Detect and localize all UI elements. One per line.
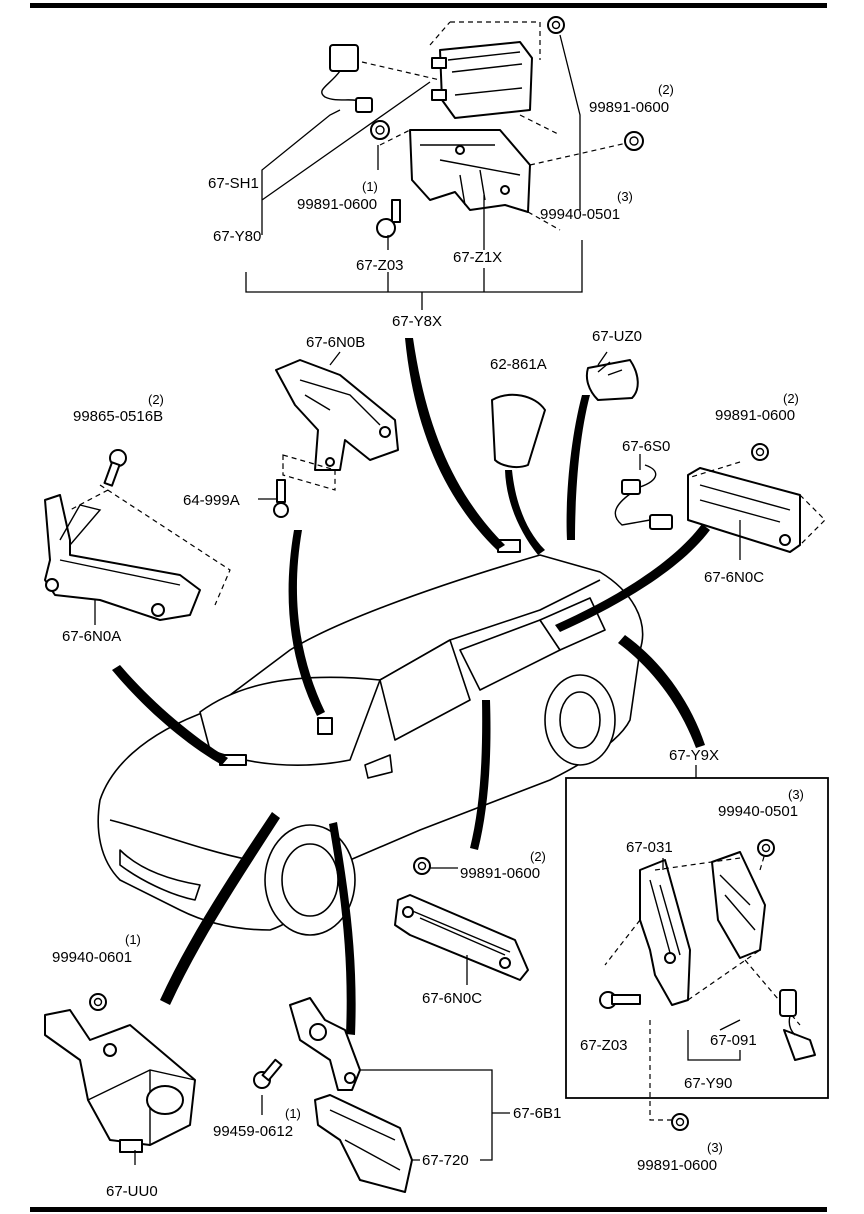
n0b-outline bbox=[282, 454, 336, 491]
bracket-67-6n0a bbox=[44, 494, 201, 621]
nut-uu0 bbox=[89, 993, 107, 1011]
leader-n0b bbox=[258, 351, 341, 500]
label-67-720: 67-720 bbox=[422, 1152, 469, 1169]
qty-99891-0600-bot: (3) bbox=[707, 1140, 723, 1155]
leader-n0c-mid bbox=[430, 867, 468, 985]
label-99940-0501-top: 99940-0501 bbox=[540, 206, 620, 223]
harness-67-6s0 bbox=[614, 464, 673, 530]
sensor-67-091 bbox=[779, 989, 816, 1061]
leader-6b1 bbox=[261, 1069, 510, 1161]
nut-top-1 bbox=[370, 120, 390, 140]
label-99940-0601: 99940-0601 bbox=[52, 949, 132, 966]
nut-box bbox=[757, 839, 775, 857]
nut-mid bbox=[413, 857, 431, 875]
label-99865-0516b: 99865-0516B bbox=[73, 408, 163, 425]
bracket-67-6n0b bbox=[275, 359, 399, 471]
leader-box bbox=[662, 858, 741, 1061]
label-67-091: 67-091 bbox=[710, 1032, 757, 1049]
qty-99891-0600-tr: (2) bbox=[658, 82, 674, 97]
labels: 67-SH1 67-Y80 (1) 99891-0600 67-Z03 67-Z… bbox=[52, 82, 804, 1200]
y9x-outline bbox=[604, 849, 801, 1121]
qty-99891-0600-top: (1) bbox=[362, 179, 378, 194]
label-62-861a: 62-861A bbox=[490, 356, 547, 373]
label-99459-0612: 99459-0612 bbox=[213, 1123, 293, 1140]
qty-99891-0600-r: (2) bbox=[783, 391, 799, 406]
qty-99459-0612: (1) bbox=[285, 1106, 301, 1121]
n0a-outline bbox=[69, 484, 231, 606]
label-67-y9x: 67-Y9X bbox=[669, 747, 719, 764]
nut-top-3 bbox=[624, 131, 644, 151]
label-67-uu0: 67-UU0 bbox=[106, 1183, 158, 1200]
bracket-67-6n0c-right bbox=[687, 467, 801, 553]
nut-top-2 bbox=[547, 16, 565, 34]
z1x-outline bbox=[379, 129, 641, 231]
bottom-border bbox=[30, 1207, 827, 1212]
label-99891-0600-bot: 99891-0600 bbox=[637, 1157, 717, 1174]
label-67-sh1: 67-SH1 bbox=[208, 175, 259, 192]
label-99891-0600-r: 99891-0600 bbox=[715, 407, 795, 424]
label-67-z03-top: 67-Z03 bbox=[356, 257, 404, 274]
connector-67-sh1 bbox=[321, 44, 373, 113]
qty-99865-0516b: (2) bbox=[148, 392, 164, 407]
label-67-y80: 67-Y80 bbox=[213, 228, 261, 245]
label-99891-0600-top: 99891-0600 bbox=[297, 196, 377, 213]
leaders-top bbox=[245, 34, 583, 310]
n0c-right-outline bbox=[687, 461, 826, 546]
label-67-6n0b: 67-6N0B bbox=[306, 334, 365, 351]
leader-right bbox=[597, 351, 741, 560]
pointer-swooshes bbox=[112, 338, 710, 1035]
bolt-67-z03-box bbox=[599, 991, 641, 1009]
label-99891-0600-mid: 99891-0600 bbox=[460, 865, 540, 882]
label-67-y90: 67-Y90 bbox=[684, 1075, 732, 1092]
label-67-6n0c-right: 67-6N0C bbox=[704, 569, 764, 586]
bracket-67-031 bbox=[639, 859, 691, 1006]
sensor-67-uz0 bbox=[585, 359, 639, 401]
y9x-box bbox=[565, 777, 829, 1099]
qty-99940-0501-box: (3) bbox=[788, 787, 804, 802]
label-67-z1x: 67-Z1X bbox=[453, 249, 502, 266]
label-64-999a: 64-999A bbox=[183, 492, 240, 509]
qty-99891-0600-mid: (2) bbox=[530, 849, 546, 864]
bolt-67-z03-top bbox=[376, 199, 401, 238]
nut-bottom bbox=[671, 1113, 689, 1131]
module-67-720 bbox=[314, 1094, 413, 1193]
bracket-67-6n0c-mid bbox=[394, 894, 529, 981]
part-62-861a bbox=[491, 393, 546, 469]
label-67-6n0a: 67-6N0A bbox=[62, 628, 121, 645]
label-67-uz0: 67-UZ0 bbox=[592, 328, 642, 345]
label-67-031: 67-031 bbox=[626, 839, 673, 856]
top-border bbox=[30, 3, 827, 8]
qty-99940-0501-top: (3) bbox=[617, 189, 633, 204]
qty-99940-0601: (1) bbox=[125, 932, 141, 947]
bracket-67-z1x bbox=[409, 129, 531, 213]
y80-outline bbox=[361, 21, 561, 136]
label-67-z03-box: 67-Z03 bbox=[580, 1037, 628, 1054]
bolt-99865-0516b bbox=[103, 449, 127, 487]
label-67-6n0c-mid: 67-6N0C bbox=[422, 990, 482, 1007]
label-99940-0501-box: 99940-0501 bbox=[718, 803, 798, 820]
nut-right bbox=[751, 443, 769, 461]
unit-67-uu0 bbox=[44, 1009, 196, 1153]
bracket-67-6b1 bbox=[289, 997, 361, 1091]
label-67-6b1: 67-6B1 bbox=[513, 1105, 561, 1122]
control-module-67-y80 bbox=[431, 41, 533, 119]
module-box bbox=[711, 851, 766, 959]
bolt-99459-0612 bbox=[253, 1058, 283, 1089]
label-99891-0600-tr: 99891-0600 bbox=[589, 99, 669, 116]
screw-64-999a bbox=[273, 479, 289, 518]
label-67-6s0: 67-6S0 bbox=[622, 438, 670, 455]
label-67-y8x: 67-Y8X bbox=[392, 313, 442, 330]
